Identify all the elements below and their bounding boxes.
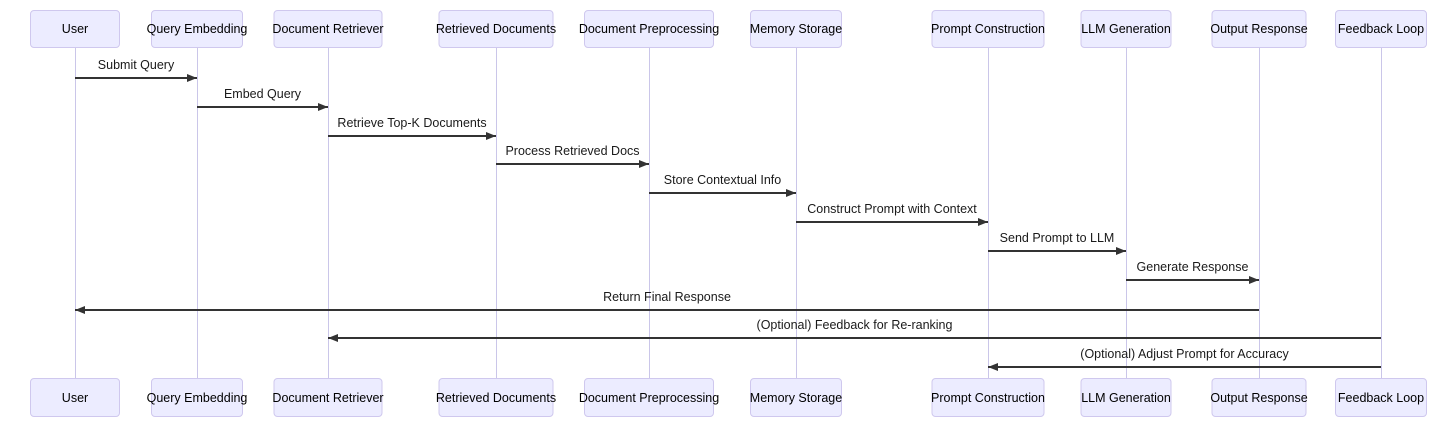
lifeline-query-embedding	[196, 48, 198, 378]
lifeline-document-retriever	[327, 48, 329, 378]
actor-bottom-memory-storage: Memory Storage	[750, 378, 842, 417]
lifeline-feedback-loop	[1380, 48, 1382, 378]
message-label-return-final-response: Return Final Response	[603, 290, 731, 304]
message-line-store-contextual-info	[649, 192, 796, 194]
lifeline-retrieved-documents	[495, 48, 497, 378]
message-line-process-retrieved-docs	[496, 163, 649, 165]
actor-bottom-retrieved-documents: Retrieved Documents	[436, 378, 556, 417]
actor-bottom-document-retriever: Document Retriever	[272, 378, 384, 417]
message-label-process-retrieved-docs: Process Retrieved Docs	[505, 144, 640, 158]
lifeline-prompt-construction	[987, 48, 989, 378]
arrowhead-icon	[75, 305, 85, 314]
arrowhead-icon	[639, 159, 649, 168]
message-label-generate-response: Generate Response	[1136, 260, 1249, 274]
actor-bottom-prompt-construction: Prompt Construction	[931, 378, 1045, 417]
actor-bottom-query-embedding: Query Embedding	[147, 378, 247, 417]
actor-bottom-document-preprocessing: Document Preprocessing	[579, 378, 719, 417]
actor-top-user: User	[30, 10, 120, 48]
message-label-optional-feedback-for-re-ranking: (Optional) Feedback for Re-ranking	[756, 318, 953, 332]
lifeline-output-response	[1258, 48, 1260, 378]
message-line-send-prompt-to-llm	[988, 250, 1126, 252]
actor-bottom-output-response: Output Response	[1210, 378, 1308, 417]
actor-bottom-feedback-loop: Feedback Loop	[1335, 378, 1427, 417]
actor-top-memory-storage: Memory Storage	[750, 10, 842, 48]
message-label-submit-query: Submit Query	[97, 58, 175, 72]
actor-top-document-retriever: Document Retriever	[272, 10, 384, 48]
actor-top-document-preprocessing: Document Preprocessing	[579, 10, 719, 48]
message-label-construct-prompt-with-context: Construct Prompt with Context	[807, 202, 977, 216]
actor-top-output-response: Output Response	[1210, 10, 1308, 48]
lifeline-document-preprocessing	[648, 48, 650, 378]
message-line-construct-prompt-with-context	[796, 221, 988, 223]
actor-top-llm-generation: LLM Generation	[1080, 10, 1172, 48]
message-line-optional-feedback-for-re-ranking	[328, 337, 1381, 339]
arrowhead-icon	[988, 362, 998, 371]
lifeline-user	[74, 48, 76, 378]
message-line-embed-query	[197, 106, 328, 108]
lifeline-llm-generation	[1125, 48, 1127, 378]
actor-top-retrieved-documents: Retrieved Documents	[436, 10, 556, 48]
message-line-return-final-response	[75, 309, 1259, 311]
actor-bottom-llm-generation: LLM Generation	[1080, 378, 1172, 417]
message-label-optional-adjust-prompt-for-accuracy: (Optional) Adjust Prompt for Accuracy	[1080, 347, 1289, 361]
message-line-optional-adjust-prompt-for-accuracy	[988, 366, 1381, 368]
arrowhead-icon	[318, 102, 328, 111]
actor-top-query-embedding: Query Embedding	[147, 10, 247, 48]
message-label-store-contextual-info: Store Contextual Info	[663, 173, 782, 187]
message-label-retrieve-top-k-documents: Retrieve Top-K Documents	[337, 116, 487, 130]
message-label-send-prompt-to-llm: Send Prompt to LLM	[999, 231, 1115, 245]
message-line-generate-response	[1126, 279, 1259, 281]
arrowhead-icon	[486, 131, 496, 140]
arrowhead-icon	[328, 333, 338, 342]
arrowhead-icon	[1116, 246, 1126, 255]
actor-top-prompt-construction: Prompt Construction	[931, 10, 1045, 48]
actor-bottom-user: User	[30, 378, 120, 417]
arrowhead-icon	[978, 217, 988, 226]
arrowhead-icon	[786, 188, 796, 197]
arrowhead-icon	[1249, 275, 1259, 284]
message-label-embed-query: Embed Query	[223, 87, 302, 101]
actor-top-feedback-loop: Feedback Loop	[1335, 10, 1427, 48]
message-line-submit-query	[75, 77, 197, 79]
message-line-retrieve-top-k-documents	[328, 135, 496, 137]
lifeline-memory-storage	[795, 48, 797, 378]
arrowhead-icon	[187, 73, 197, 82]
